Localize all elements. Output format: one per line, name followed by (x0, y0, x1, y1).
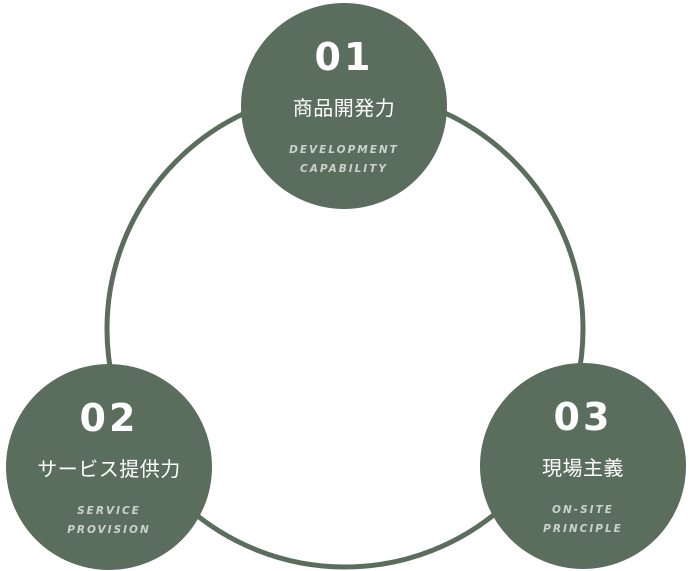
node-subtitle-line: CAPABILITY (300, 163, 388, 175)
node-on-site-principle: 03 現場主義 ON-SITE PRINCIPLE (480, 363, 686, 569)
node-subtitle: SERVICE PROVISION (6, 502, 212, 540)
node-number: 01 (314, 35, 374, 79)
node-subtitle-line: SERVICE (77, 505, 141, 517)
node-service-provision: 02 サービス提供力 SERVICE PROVISION (6, 364, 212, 570)
node-subtitle-line: ON-SITE (552, 504, 614, 516)
node-title: 商品開発力 (292, 96, 396, 120)
node-title: 現場主義 (542, 456, 624, 480)
node-subtitle-line: DEVELOPMENT (289, 144, 399, 156)
node-subtitle-line: PROVISION (67, 524, 151, 536)
node-development-capability: 01 商品開発力 DEVELOPMENT CAPABILITY (241, 3, 447, 209)
node-subtitle: DEVELOPMENT CAPABILITY (241, 141, 447, 179)
node-number: 03 (553, 395, 613, 439)
node-number: 02 (79, 396, 139, 440)
node-subtitle-line: PRINCIPLE (543, 523, 623, 535)
node-subtitle: ON-SITE PRINCIPLE (480, 501, 686, 539)
node-title: サービス提供力 (37, 457, 181, 481)
